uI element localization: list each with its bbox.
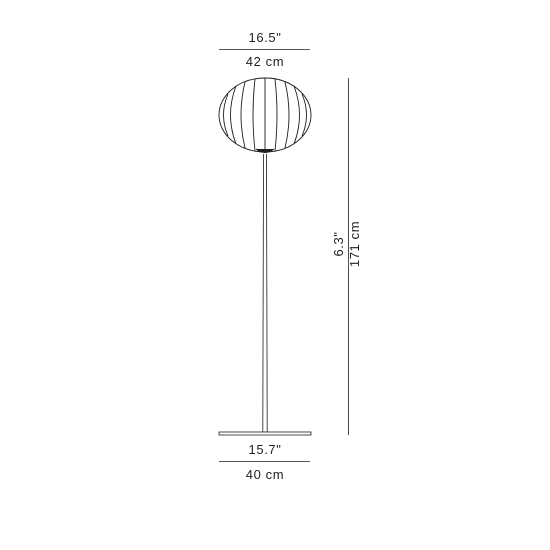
lamp-stem [262,153,268,433]
shade-rib [252,78,256,152]
height-imperial: 6.3" [331,231,346,256]
base-width-metric: 40 cm [246,467,284,482]
shade-rib [293,85,300,145]
shade-width-imperial: 16.5" [249,30,282,45]
base-width-imperial: 15.7" [249,442,282,457]
stem-left-edge [262,153,264,433]
base-plate [218,431,312,436]
shade-bottom-cap [255,148,275,153]
height-metric: 171 cm [347,221,362,267]
lamp-shade [218,77,312,153]
height-dimension: 6.3" 171 cm [331,78,362,435]
shade-width-dimension: 16.5" 42 cm [219,30,310,69]
stem-right-edge [266,153,268,433]
shade-rib [230,85,237,145]
shade-width-metric: 42 cm [246,54,284,69]
shade-rib [301,93,307,137]
base-width-dimension: 15.7" 40 cm [219,442,310,482]
lamp-base [218,431,312,436]
shade-rib [223,93,229,137]
shade-rib [274,78,278,152]
shade-rib [284,81,290,149]
shade-rib [240,81,246,149]
